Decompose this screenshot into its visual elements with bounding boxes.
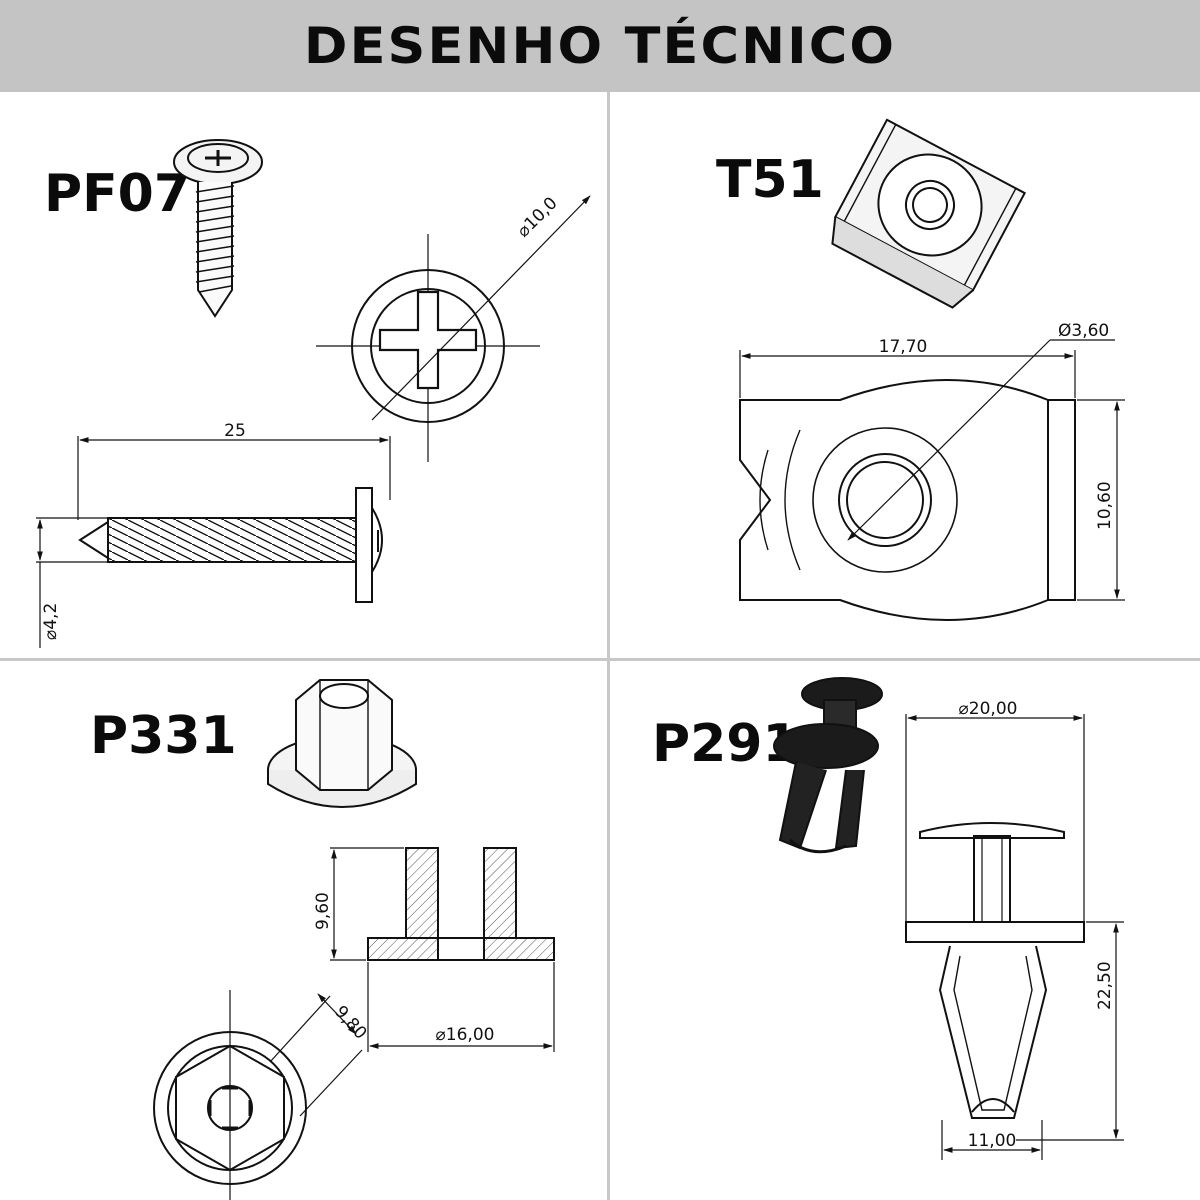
p331-dim-height: 9,60 [313, 892, 333, 930]
t51-group: 17,70 Ø3,60 10,60 [739, 118, 1125, 621]
pf07-dim-head-diameter: ⌀10,0 [513, 193, 561, 241]
horizontal-divider [0, 658, 1200, 661]
p331-nut-icon [267, 679, 417, 808]
p331-dim-flat: 9,80 [330, 1002, 370, 1044]
part-label-pf07: PF07 [44, 164, 190, 224]
pf07-screw-icon [173, 139, 263, 318]
pf07-dim-shank-diameter: ⌀4,2 [41, 603, 61, 640]
p331-section-view [330, 847, 555, 1052]
p331-group: 9,60 ⌀16,00 9,80 [153, 679, 555, 1200]
vertical-divider [607, 92, 610, 1200]
p291-clip-icon [773, 677, 883, 854]
part-label-p331: P331 [90, 706, 237, 766]
t51-nut-icon [831, 118, 1027, 309]
p291-dim-head-diameter: ⌀20,00 [959, 699, 1018, 719]
pf07-dim-length: 25 [224, 421, 246, 441]
pf07-top-view [316, 195, 591, 462]
t51-dim-hole: Ø3,60 [1058, 321, 1109, 341]
part-label-t51: T51 [716, 150, 824, 210]
p291-front-view [905, 714, 1124, 1160]
pf07-side-view [36, 436, 391, 648]
p291-dim-leg-width: 11,00 [968, 1131, 1017, 1151]
page-title: DESENHO TÉCNICO [303, 17, 897, 75]
p331-top-view [153, 990, 363, 1200]
header-bar: DESENHO TÉCNICO [0, 0, 1200, 92]
p291-dim-length: 22,50 [1095, 961, 1115, 1010]
pf07-group: ⌀10,0 25 ⌀4,2 [36, 139, 591, 648]
t51-dim-width: 17,70 [879, 337, 928, 357]
p291-group: ⌀20,00 22,50 11,00 [773, 677, 1124, 1160]
t51-dim-height: 10,60 [1095, 481, 1115, 530]
t51-front-view [739, 339, 1125, 621]
p331-dim-base-diameter: ⌀16,00 [436, 1025, 495, 1045]
